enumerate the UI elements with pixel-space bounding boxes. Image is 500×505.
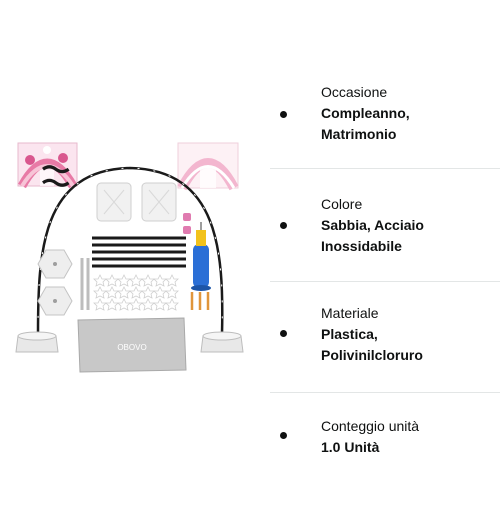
attribute-name: Occasione — [321, 84, 388, 100]
attribute-material: Materiale Plastica, Polivinilcloruro — [270, 0, 500, 370]
storage-bag: OBOVO — [77, 317, 187, 373]
water-base-right — [200, 331, 244, 353]
attribute-color: Colore Sabbia, Acciaio Inossidabile — [270, 0, 500, 260]
pink-clips — [183, 213, 191, 234]
bullet-icon — [280, 432, 287, 439]
attribute-value: Polivinilcloruro — [321, 347, 423, 363]
attribute-value: Inossidabile — [321, 238, 402, 254]
bullet-icon — [280, 222, 287, 229]
silver-poles — [80, 258, 90, 310]
attribute-occasion: Occasione Compleanno, Matrimonio — [270, 0, 500, 142]
hexagon-bases — [37, 249, 73, 316]
flower-clips — [96, 182, 177, 222]
attribute-name: Conteggio unità — [321, 418, 420, 434]
black-poles — [92, 236, 186, 268]
ground-stakes — [190, 292, 210, 310]
black-ties — [42, 165, 70, 187]
attribute-unit-count: Conteggio unità 1.0 Unità — [270, 0, 500, 470]
pastel-arch-photo-right — [177, 142, 239, 191]
divider — [270, 168, 500, 169]
star-clips — [93, 274, 179, 311]
attribute-value: Plastica, — [321, 326, 378, 342]
balloon-pump — [191, 222, 211, 291]
attribute-value: 1.0 Unità — [321, 439, 380, 455]
attribute-name: Materiale — [321, 305, 379, 321]
product-image: OBOVO — [15, 142, 244, 373]
attribute-value: Matrimonio — [321, 126, 397, 142]
attribute-value: Sabbia, Acciaio — [321, 217, 424, 233]
balloon-arch-kit-illustration: OBOVO — [15, 142, 244, 373]
divider — [270, 392, 500, 393]
bullet-icon — [280, 111, 287, 118]
divider — [270, 281, 500, 282]
product-attributes: Occasione Compleanno, Matrimonio Colore … — [270, 0, 500, 500]
water-base-left — [15, 331, 59, 353]
bag-logo: OBOVO — [117, 343, 146, 352]
attribute-value: Compleanno, — [321, 105, 410, 121]
bullet-icon — [280, 330, 287, 337]
attribute-name: Colore — [321, 196, 363, 212]
